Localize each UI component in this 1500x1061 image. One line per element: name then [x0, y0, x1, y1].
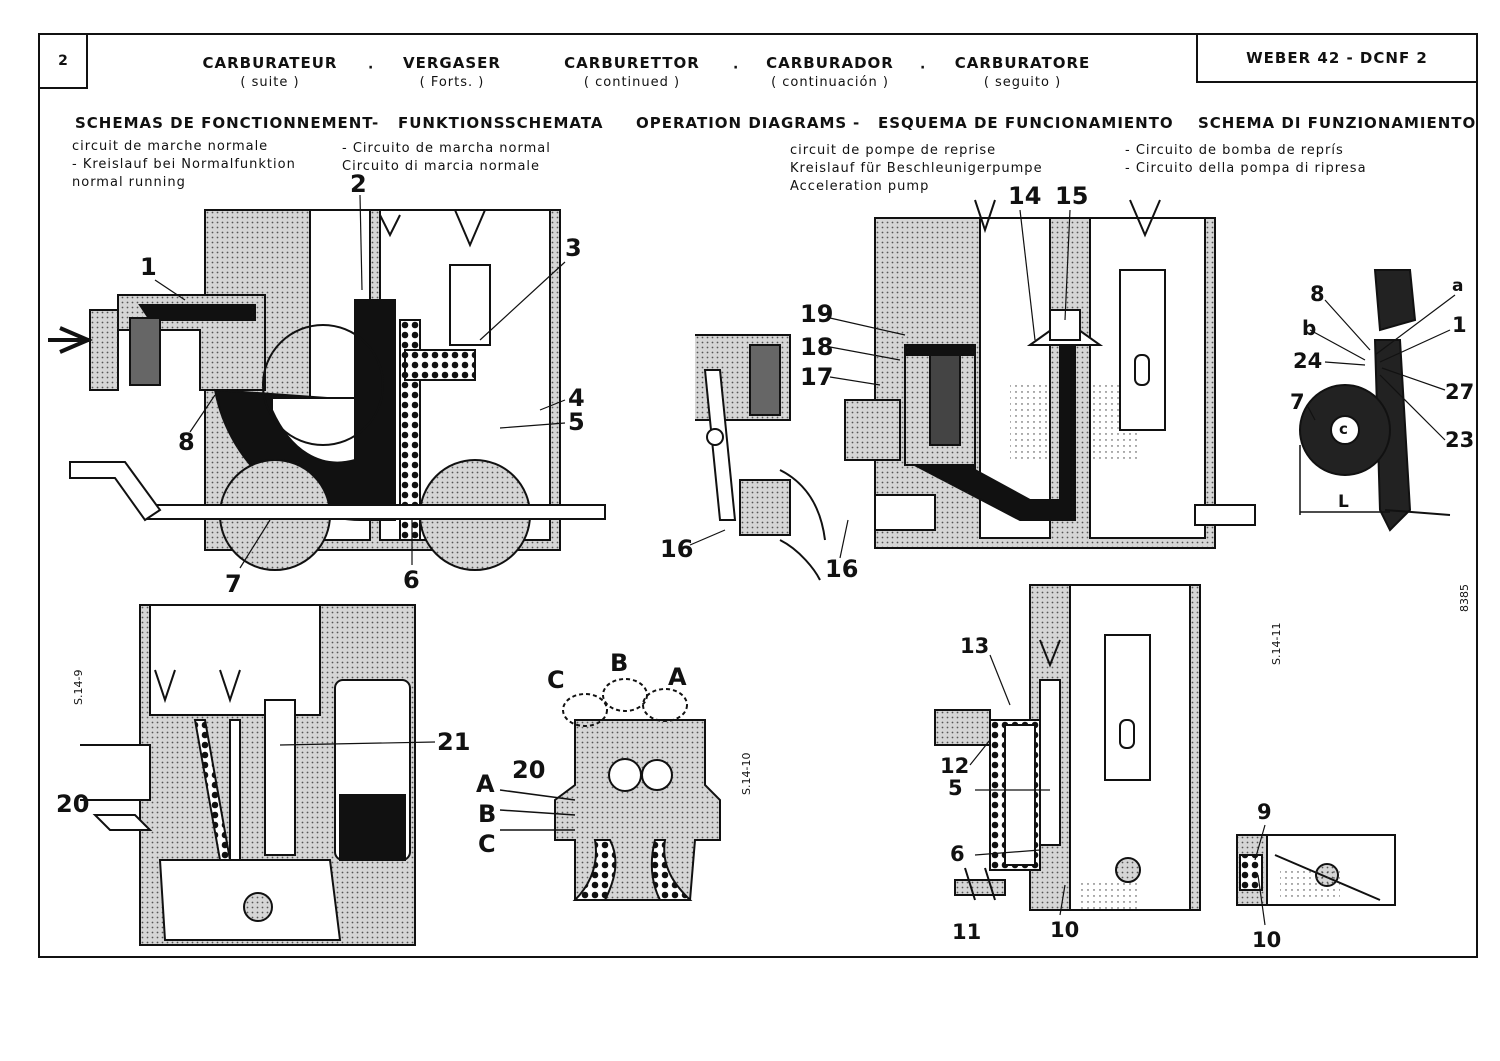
label-b20: 20	[56, 790, 90, 818]
label-r1: 1	[1452, 313, 1467, 337]
separator-dot: ·	[920, 60, 926, 76]
model-title: WEBER 42 - DCNF 2	[1196, 33, 1478, 83]
caption-left-it: Circuito di marcia normale	[342, 159, 541, 174]
diagram-linkage	[1299, 269, 1451, 532]
title-spanish-main: CARBURADOR	[766, 54, 894, 72]
title-english-main: CARBURETTOR	[564, 54, 700, 72]
label-7: 7	[225, 570, 242, 598]
title-german-sub: ( Forts. )	[419, 75, 485, 90]
label-s10: 10	[1252, 928, 1282, 952]
title-german-main: VERGASER	[403, 54, 501, 72]
label-3: 3	[565, 234, 582, 262]
diagram-lever-detail	[695, 334, 826, 581]
caption-right-it: - Circuito della pompa di ripresa	[1125, 161, 1367, 176]
caption-right-en: Acceleration pump	[790, 179, 930, 194]
label-14: 14	[1008, 182, 1042, 210]
title-french: CARBURATEUR ( suite )	[195, 53, 345, 93]
label-n5: 5	[948, 776, 963, 800]
diagram-progression-holes	[499, 678, 721, 901]
section-italian: SCHEMA DI FUNZIONAMIENTO	[1198, 114, 1477, 132]
title-french-sub: ( suite )	[240, 75, 300, 90]
diagram-progression-detail	[1236, 834, 1396, 906]
section-dash: -	[853, 114, 861, 132]
diagram-idle-jet-section	[934, 584, 1201, 911]
diagram-normal-running	[48, 209, 606, 571]
section-dash: -	[372, 114, 380, 132]
label-mB: B	[610, 649, 629, 677]
label-8: 8	[178, 428, 195, 456]
label-mC2: C	[478, 830, 496, 858]
caption-left: circuit de marche normale - Kreislauf be…	[72, 138, 296, 192]
leader-lines	[90, 194, 1456, 926]
label-rL: L	[1338, 492, 1349, 512]
label-b21: 21	[437, 728, 471, 756]
label-r24: 24	[1293, 349, 1323, 373]
label-r27: 27	[1445, 380, 1475, 404]
label-17: 17	[800, 363, 834, 391]
caption-left-es: - Circuito de marcha normal	[342, 141, 551, 156]
label-rb: b	[1302, 316, 1317, 340]
label-2: 2	[350, 170, 367, 198]
label-rc: c	[1339, 420, 1348, 438]
section-german: FUNKTIONSSCHEMATA	[398, 114, 604, 132]
label-6: 6	[403, 566, 420, 594]
caption-right-de: Kreislauf für Beschleunigerpumpe	[790, 161, 1043, 176]
page-number: 2	[38, 33, 88, 89]
diagram-acceleration-pump	[844, 199, 1256, 549]
title-french-main: CARBURATEUR	[202, 54, 338, 72]
separator-dot: ·	[368, 60, 374, 76]
section-spanish: ESQUEMA DE FUNCIONAMIENTO	[878, 114, 1174, 132]
caption-right2: - Circuito de bomba de reprís - Circuito…	[1125, 142, 1367, 178]
label-s9: 9	[1257, 800, 1272, 824]
page-frame	[38, 33, 1478, 958]
label-n10: 10	[1050, 918, 1080, 942]
title-spanish-sub: ( continuación )	[771, 75, 889, 90]
label-m20: 20	[512, 756, 546, 784]
label-mA2: A	[476, 770, 495, 798]
label-4: 4	[568, 384, 585, 412]
label-r7: 7	[1290, 390, 1305, 414]
caption-left-de: - Kreislauf bei Normalfunktion	[72, 157, 296, 172]
label-15: 15	[1055, 182, 1089, 210]
label-n11: 11	[952, 920, 982, 944]
diagram-idle-circuit	[80, 604, 416, 946]
title-english: CARBURETTOR ( continued )	[552, 53, 712, 93]
label-mB2: B	[478, 800, 497, 828]
label-n6: 6	[950, 842, 965, 866]
separator-dot: ·	[733, 60, 739, 76]
label-mC: C	[547, 666, 565, 694]
label-n13: 13	[960, 634, 990, 658]
title-italian: CARBURATORE ( seguito )	[945, 53, 1100, 93]
label-r8: 8	[1310, 282, 1325, 306]
label-16a: 16	[660, 535, 694, 563]
caption-left-en: normal running	[72, 175, 186, 190]
section-french: SCHEMAS DE FONCTIONNEMENT	[75, 114, 374, 132]
label-18: 18	[800, 333, 834, 361]
title-italian-sub: ( seguito )	[983, 75, 1062, 90]
caption-left2: - Circuito de marcha normal Circuito di …	[342, 140, 551, 176]
caption-right-es: - Circuito de bomba de reprís	[1125, 143, 1344, 158]
title-spanish: CARBURADOR ( continuación )	[755, 53, 905, 93]
title-german: VERGASER ( Forts. )	[392, 53, 512, 93]
label-n12: 12	[940, 754, 970, 778]
section-english: OPERATION DIAGRAMS	[636, 114, 848, 132]
label-ra: a	[1452, 276, 1464, 296]
label-1: 1	[140, 253, 157, 281]
label-r23: 23	[1445, 428, 1475, 452]
title-english-sub: ( continued )	[583, 75, 681, 90]
caption-left-fr: circuit de marche normale	[72, 139, 269, 154]
caption-right-fr: circuit de pompe de reprise	[790, 143, 997, 158]
caption-right: circuit de pompe de reprise Kreislauf fü…	[790, 142, 1043, 196]
label-5: 5	[568, 408, 585, 436]
title-italian-main: CARBURATORE	[954, 54, 1091, 72]
label-19: 19	[800, 300, 834, 328]
label-16b: 16	[825, 555, 859, 583]
label-mA: A	[668, 663, 687, 691]
